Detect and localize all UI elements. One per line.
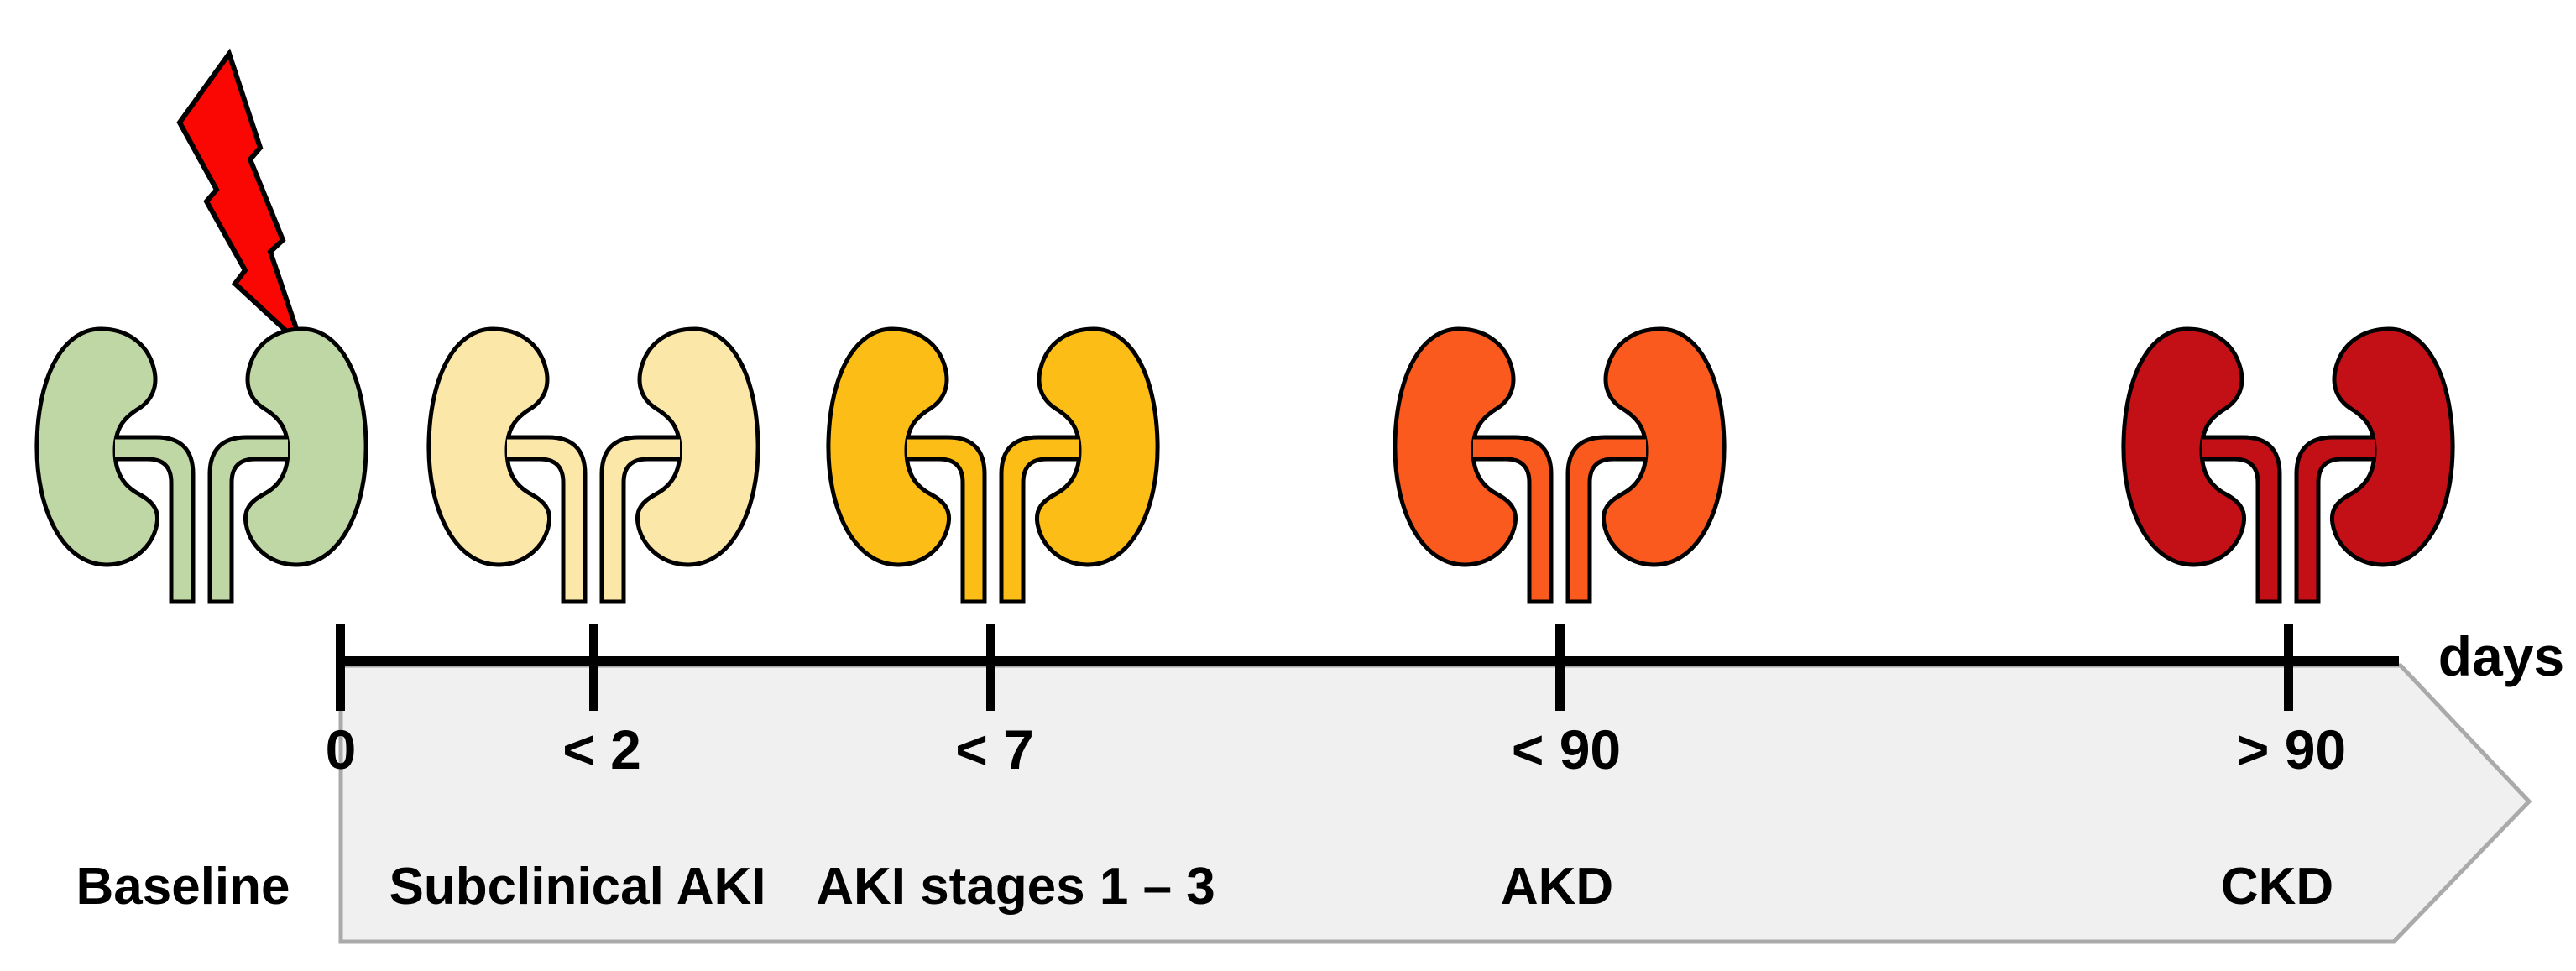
- right-kidney-icon: [1568, 329, 1724, 602]
- tick-label-gt90: > 90: [2236, 718, 2347, 780]
- kidney-pair-ckd: [2120, 326, 2456, 604]
- right-kidney-icon: [2296, 329, 2453, 602]
- right-kidney-icon: [1001, 329, 1157, 602]
- axis-unit-label: days: [2438, 625, 2565, 687]
- left-kidney-icon: [2124, 329, 2280, 602]
- tick-mark-lt2: [589, 624, 598, 711]
- tick-mark-0: [336, 624, 345, 711]
- kidney-pair-akd: [1392, 326, 1727, 604]
- right-kidney-icon: [602, 329, 758, 602]
- right-kidney-icon: [210, 329, 366, 602]
- kidney-pair-aki-stages: [825, 326, 1161, 604]
- kidney-pair-subclinical-aki: [426, 326, 761, 604]
- left-kidney-icon: [429, 329, 585, 602]
- left-kidney-icon: [37, 329, 193, 602]
- bolt-polygon: [176, 48, 305, 348]
- timeline-axis: [336, 656, 2399, 666]
- stage-label-akd: AKD: [1500, 858, 1614, 916]
- tick-mark-gt90: [2284, 624, 2293, 711]
- tick-label-lt90: < 90: [1511, 718, 1622, 780]
- tick-mark-lt90: [1555, 624, 1565, 711]
- tick-label-lt2: < 2: [562, 718, 641, 780]
- timeline-arrow-shape: [338, 663, 2532, 944]
- stage-label-ckd: CKD: [2220, 858, 2334, 916]
- stage-label-subclinical-aki: Subclinical AKI: [389, 858, 766, 916]
- left-kidney-icon: [828, 329, 985, 602]
- tick-mark-lt7: [986, 624, 995, 711]
- tick-label-0: 0: [325, 718, 357, 780]
- arrow-polygon: [338, 663, 2532, 944]
- lightning-bolt-icon: [176, 48, 305, 348]
- stage-label-baseline: Baseline: [76, 858, 290, 916]
- stage-label-aki-stages: AKI stages 1 – 3: [816, 858, 1215, 916]
- left-kidney-icon: [1395, 329, 1551, 602]
- tick-label-lt7: < 7: [955, 718, 1034, 780]
- kidney-pair-baseline: [34, 326, 369, 604]
